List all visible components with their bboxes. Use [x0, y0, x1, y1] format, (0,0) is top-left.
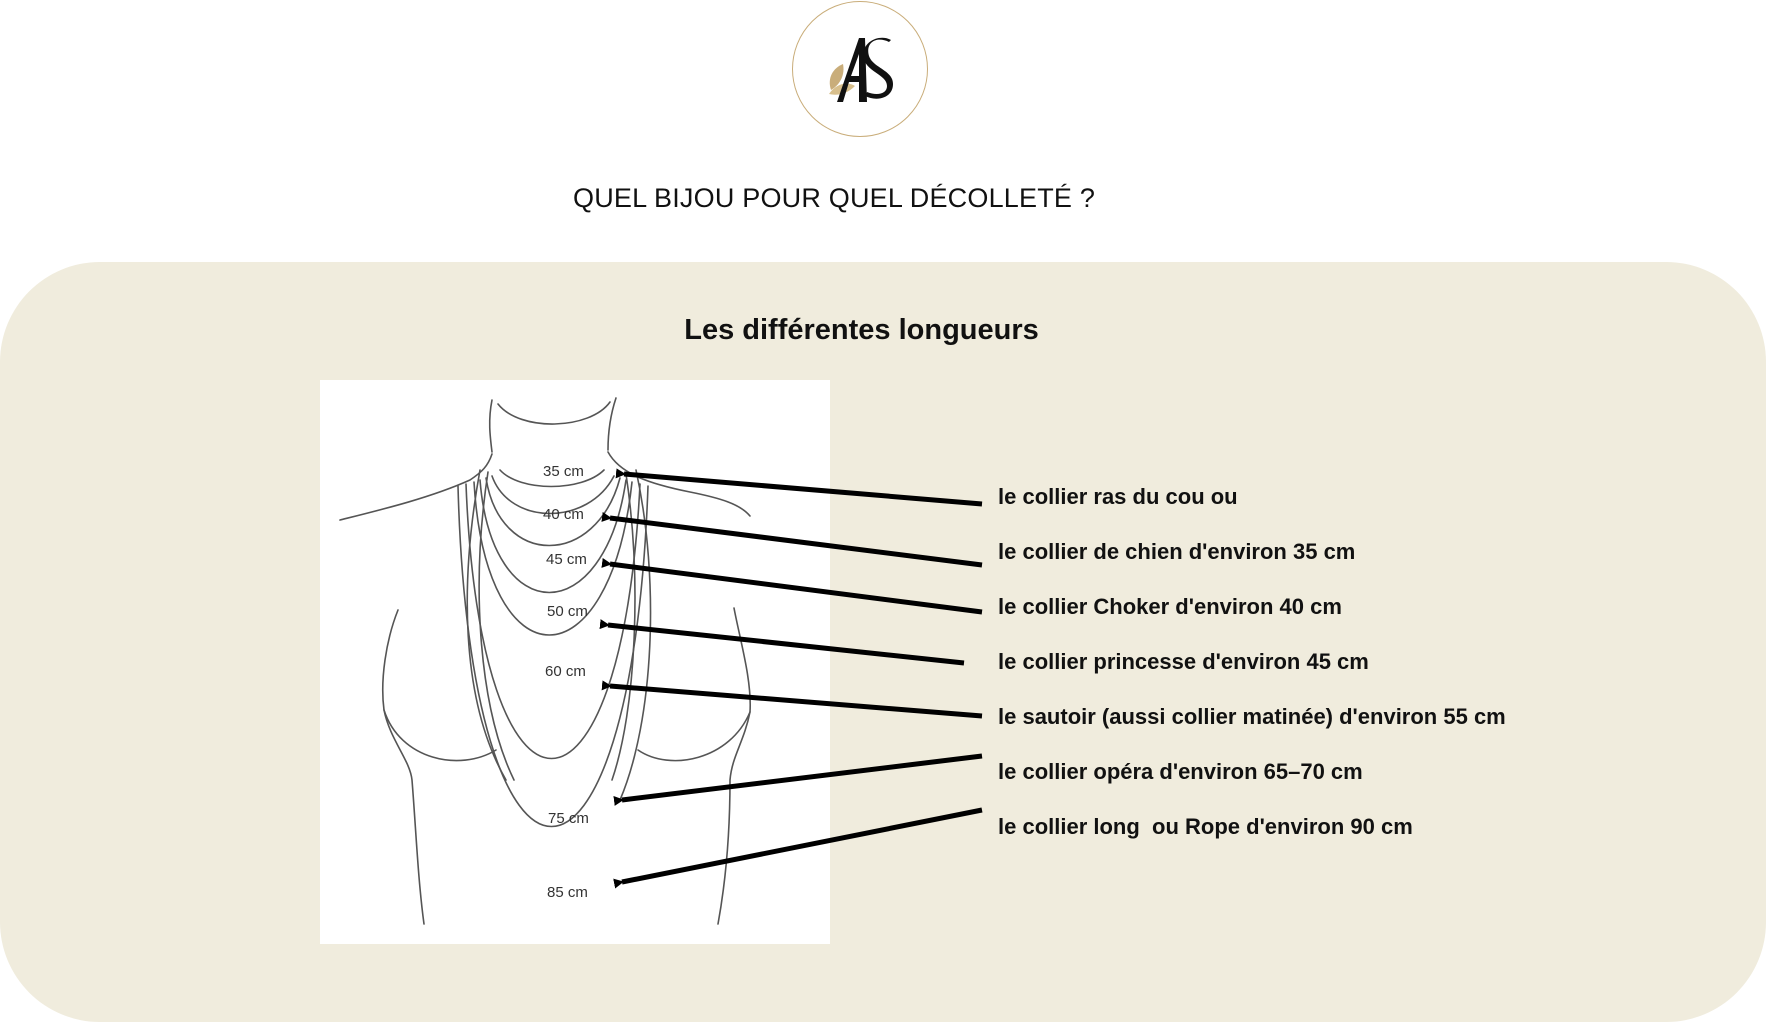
necklace-60	[473, 481, 633, 636]
arrow-7	[613, 807, 983, 889]
strand-inner-left	[478, 471, 515, 781]
necklace-35	[499, 469, 605, 488]
length-label-45: 45 cm	[546, 551, 587, 568]
necklace-45	[485, 477, 621, 547]
right-body	[717, 607, 752, 925]
neck-outline-right	[607, 397, 617, 451]
necklace-length-diagram: 35 cm 40 cm 45 cm 50 cm 60 cm 75 cm 85 c…	[320, 380, 830, 944]
length-label-60: 60 cm	[545, 663, 586, 680]
description-4: le collier princesse d'environ 45 cm	[998, 649, 1369, 674]
necklace-75	[465, 483, 641, 760]
chin-line	[497, 401, 611, 425]
arrow-2	[601, 512, 983, 568]
section-title: Les différentes longueurs	[684, 314, 1039, 346]
strand-outer-right	[619, 469, 652, 801]
arrow-4	[599, 619, 965, 666]
left-breast	[383, 709, 497, 762]
necklace-85	[457, 485, 649, 827]
neck-outline	[488, 399, 493, 453]
left-body	[381, 609, 425, 925]
right-breast	[637, 711, 751, 762]
strand-inner-right	[611, 473, 636, 781]
description-7: le collier long ou Rope d'environ 90 cm	[998, 814, 1413, 839]
right-shoulder	[607, 451, 751, 517]
bust-sketch-icon	[339, 397, 752, 925]
arrow-6	[613, 753, 983, 806]
length-label-85: 85 cm	[547, 884, 588, 901]
necklace-40	[491, 475, 615, 515]
necklace-50	[479, 479, 627, 594]
arrow-3	[601, 558, 983, 615]
description-1: le collier ras du cou ou	[998, 484, 1238, 509]
logo-mark-icon	[829, 37, 893, 102]
description-5: le sautoir (aussi collier matinée) d'env…	[998, 704, 1506, 729]
arrow-5	[601, 680, 983, 719]
left-shoulder	[339, 453, 493, 521]
length-label-40: 40 cm	[543, 506, 584, 523]
page-title: QUEL BIJOU POUR QUEL DÉCOLLETÉ ?	[573, 183, 1096, 213]
description-6: le collier opéra d'environ 65–70 cm	[998, 759, 1363, 784]
brand-logo	[792, 1, 928, 137]
arrow-1	[615, 468, 983, 507]
length-label-75: 75 cm	[548, 810, 589, 827]
description-2: le collier de chien d'environ 35 cm	[998, 539, 1356, 564]
length-label-50: 50 cm	[547, 603, 588, 620]
length-label-35: 35 cm	[543, 463, 584, 480]
description-3: le collier Choker d'environ 40 cm	[998, 594, 1342, 619]
content-panel	[0, 262, 1766, 1022]
